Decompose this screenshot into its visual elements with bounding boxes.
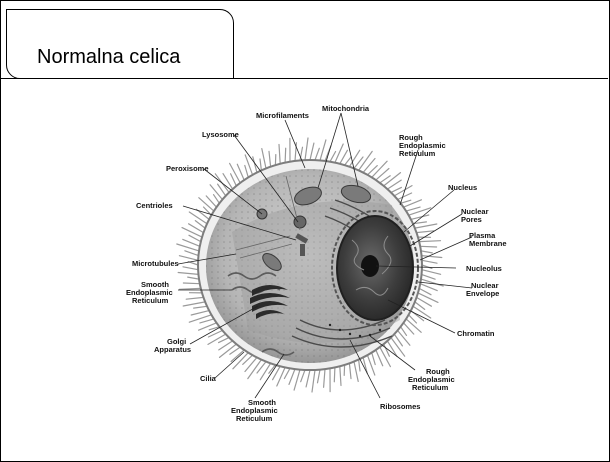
cilium	[183, 302, 205, 306]
cilium	[334, 367, 335, 381]
cilium	[269, 151, 271, 166]
cilium	[245, 166, 249, 178]
cilium	[340, 366, 341, 385]
cilium	[422, 256, 442, 258]
cilium	[320, 140, 326, 161]
slide-title: Normalna celica	[37, 46, 180, 69]
cilium	[330, 152, 336, 162]
cilium	[183, 283, 199, 284]
cilium	[210, 185, 222, 200]
cilium	[305, 138, 308, 160]
cell-diagram: Microfilaments Mitochondria Lysosome Rou…	[105, 96, 510, 436]
cilium	[401, 327, 407, 336]
cilium	[194, 306, 207, 308]
cilium	[398, 193, 412, 200]
label-chromatin: Chromatin	[457, 329, 495, 338]
cilium	[279, 145, 280, 164]
cilium	[180, 288, 201, 289]
cilium	[285, 148, 286, 162]
cilium	[421, 251, 432, 253]
cilium	[189, 212, 207, 224]
cilium	[191, 311, 209, 315]
cilium	[417, 231, 434, 233]
label-microtubules: Microtubules	[132, 259, 179, 268]
label-centrioles: Centrioles	[136, 201, 173, 210]
cilium	[182, 228, 202, 238]
cilium	[284, 368, 290, 378]
cilium	[418, 293, 438, 303]
cilium	[262, 149, 266, 169]
cilium	[315, 148, 319, 160]
cilium	[220, 344, 237, 357]
cilium	[340, 150, 348, 164]
label-smooth-er-bottom: Smooth Endoplasmic Reticulum	[231, 398, 280, 423]
cilium	[345, 157, 352, 165]
cilium	[219, 338, 229, 343]
cilium	[398, 331, 410, 346]
cilium	[199, 323, 217, 330]
label-ribosomes: Ribosomes	[380, 402, 420, 411]
cilium	[372, 353, 376, 365]
label-rough-er-bottom: Rough Endoplasmic Reticulum	[408, 367, 457, 392]
cilium	[301, 370, 305, 382]
cilium	[359, 360, 360, 371]
cilium	[183, 239, 200, 246]
cilium	[183, 267, 198, 270]
cilium	[312, 370, 315, 392]
label-cilia: Cilia	[200, 374, 217, 383]
cilium	[349, 363, 351, 378]
cilium	[420, 284, 437, 291]
label-nucleus: Nucleus	[448, 183, 477, 192]
label-nuclear-envelope: Nuclear Envelope	[466, 281, 501, 298]
cilium	[419, 241, 440, 242]
cilium	[318, 370, 321, 383]
cilium	[273, 366, 281, 380]
cilium	[306, 370, 310, 387]
cilium	[391, 187, 401, 192]
cilium	[237, 164, 244, 180]
cilium	[363, 358, 367, 374]
cilium	[199, 198, 214, 211]
cilium	[185, 251, 199, 256]
cilium	[422, 274, 436, 279]
cilium	[422, 265, 432, 268]
cilium	[406, 207, 420, 211]
label-mitochondria: Mitochondria	[322, 104, 370, 113]
label-rough-er-top: Rough Endoplasmic Reticulum	[399, 133, 448, 158]
cilium	[200, 319, 214, 323]
cilium	[401, 200, 411, 203]
cilium	[354, 362, 358, 382]
label-lysosome: Lysosome	[202, 130, 239, 139]
cilium	[406, 319, 421, 332]
lysosome-shape	[294, 216, 306, 228]
label-peroxisome: Peroxisome	[166, 164, 209, 173]
cilium	[376, 350, 383, 366]
label-microfilaments: Microfilaments	[256, 111, 309, 120]
cilium	[289, 369, 295, 384]
cilium	[188, 277, 199, 279]
cilium	[324, 369, 325, 387]
cilium	[349, 150, 359, 166]
label-golgi: Golgi Apparatus	[154, 337, 191, 354]
label-nuclear-pores: Nuclear Pores	[461, 207, 491, 224]
cilium	[420, 246, 436, 247]
cilium	[178, 273, 198, 275]
cilium	[214, 195, 220, 204]
title-box: Normalna celica	[6, 9, 234, 79]
cilium	[186, 297, 203, 299]
cilium	[260, 159, 261, 170]
cilium	[422, 260, 437, 263]
label-plasma-membrane: Plasma Membrane	[469, 231, 507, 248]
cilium	[310, 143, 314, 160]
cilium	[422, 270, 441, 275]
cilium	[415, 224, 437, 228]
cilium	[384, 173, 401, 186]
cilium	[231, 174, 237, 186]
cilium	[179, 256, 198, 261]
cilium	[208, 331, 222, 338]
cilium	[404, 200, 422, 207]
label-smooth-er-left: Smooth Endoplasmic Reticulum	[126, 280, 175, 305]
cilium	[294, 370, 300, 391]
label-nucleolus: Nucleolus	[466, 264, 502, 273]
